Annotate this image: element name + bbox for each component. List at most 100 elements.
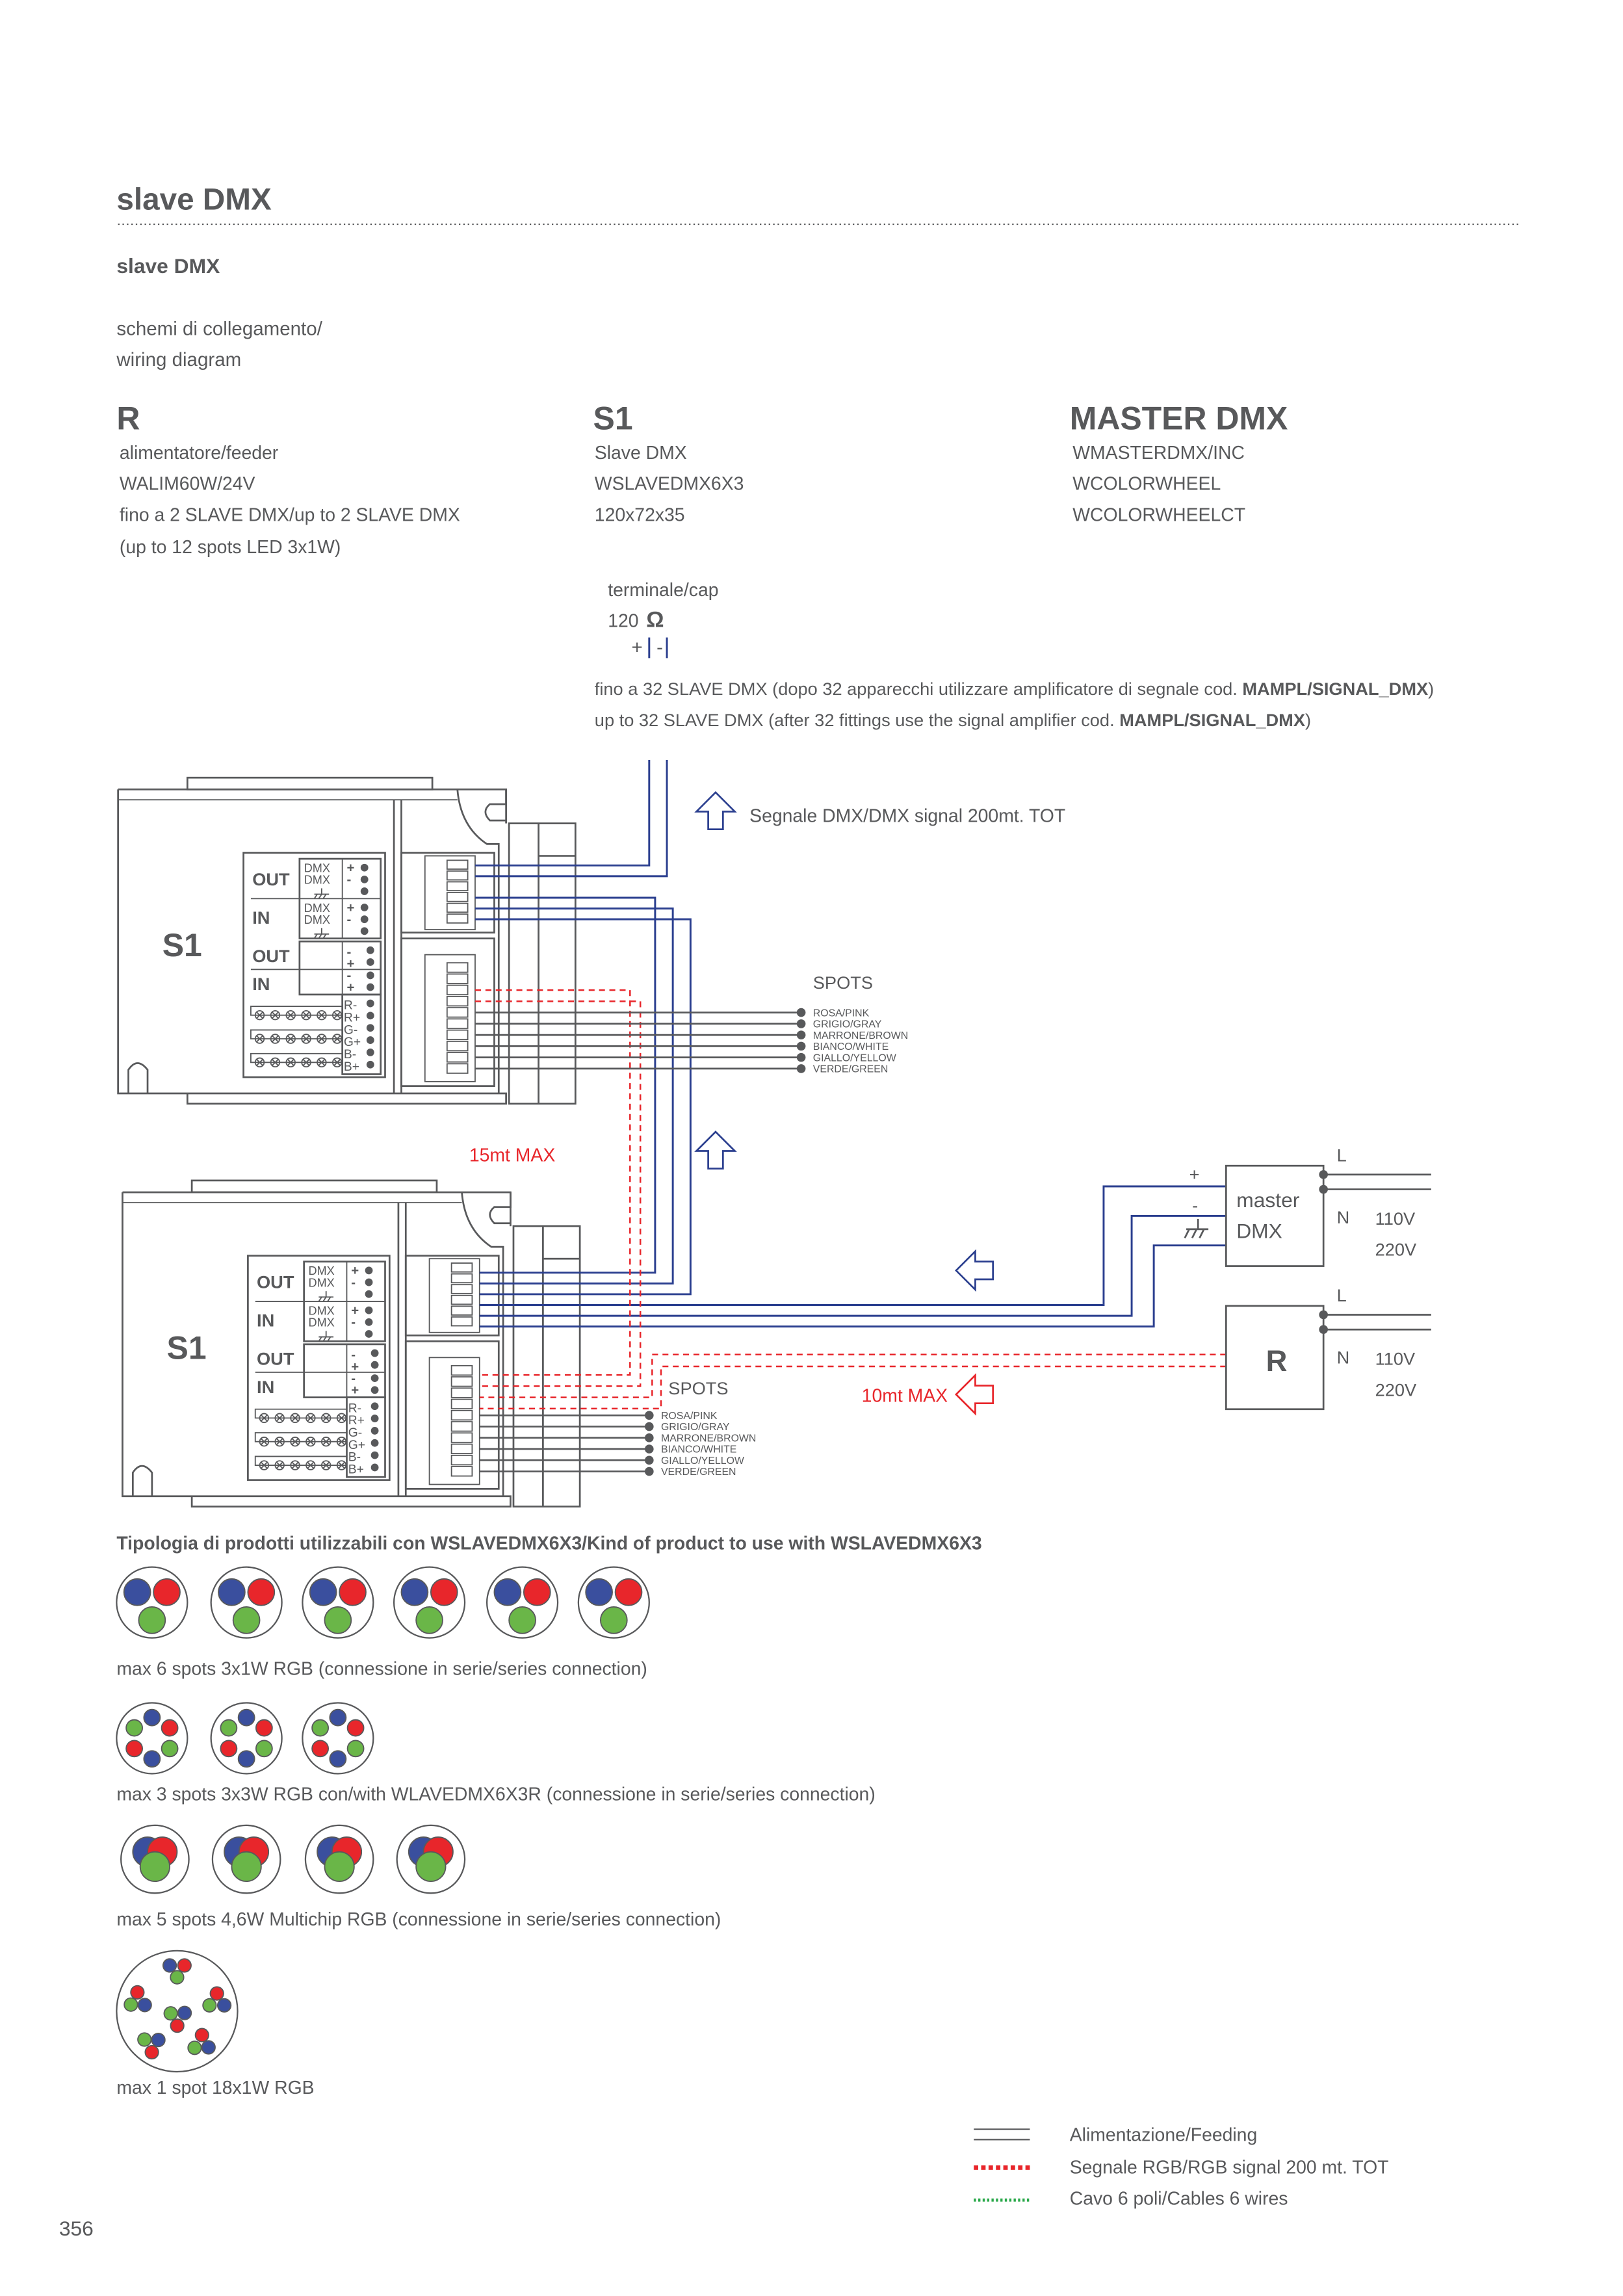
rgb-terminal-label: R+ [344, 1011, 360, 1024]
led-icon [317, 1010, 327, 1021]
terminal-pin [446, 962, 469, 973]
column-line: (up to 12 spots LED 3x1W) [120, 537, 341, 558]
ground-icon [313, 888, 330, 899]
max-15m-label: 15mt MAX [469, 1145, 555, 1166]
arrow-left-icon [955, 1249, 994, 1292]
device-label: S1 [167, 1330, 207, 1366]
led-icon [259, 1460, 270, 1470]
voltage-220: 220V [1375, 1240, 1417, 1260]
wire-color-label: BIANCO/WHITE [813, 1041, 889, 1052]
led-icon [290, 1413, 300, 1424]
schema-label-en: wiring diagram [116, 349, 241, 371]
rgb-terminal-label: B+ [348, 1463, 364, 1477]
terminal-pin [446, 892, 469, 902]
column-line: WSLAVEDMX6X3 [595, 474, 744, 495]
terminal-pin [450, 1376, 473, 1387]
spot-18x1w-icon [116, 1950, 239, 2073]
wire-terminal-dot [644, 1411, 654, 1420]
led-icon [270, 1010, 281, 1021]
terminal-pin [450, 1432, 473, 1443]
column-line: 120x72x35 [595, 504, 685, 525]
live-label: L [1337, 1145, 1347, 1165]
master-label: DMX [1236, 1219, 1282, 1242]
polarity-plus: + [346, 901, 354, 915]
legend: Alimentazione/Feeding Segnale RGB/RGB si… [974, 2125, 1388, 2209]
column-r: R alimentatore/feeder WALIM60W/24V fino … [116, 400, 460, 558]
legend-label: Alimentazione/Feeding [1070, 2125, 1257, 2146]
port-label-in: IN [252, 974, 270, 994]
column-line: Slave DMX [595, 443, 687, 463]
arrow-up-icon [694, 791, 737, 831]
wire-terminal-dot [796, 1041, 806, 1051]
led-icon [259, 1436, 270, 1447]
wire-color-label: ROSA/PINK [813, 1008, 870, 1019]
wire-color-label: GRIGIO/GRAY [661, 1422, 730, 1433]
ground-icon [318, 1331, 334, 1342]
column-title: MASTER DMX [1070, 400, 1288, 437]
terminal-pin [450, 1466, 473, 1477]
product-caption: max 6 spots 3x1W RGB (connessione in ser… [116, 1658, 647, 1679]
column-line: WCOLORWHEELCT [1072, 504, 1245, 525]
wire-color-label: VERDE/GREEN [813, 1064, 889, 1075]
terminal-value: 120 [608, 611, 638, 632]
dmx-label: DMX [304, 902, 330, 915]
terminal-pin [450, 1398, 473, 1410]
rgb-terminal-label: B+ [344, 1060, 359, 1074]
led-icon [274, 1436, 285, 1447]
polarity-minus: - [346, 969, 351, 983]
terminal-pin [446, 913, 469, 924]
polarity-minus: - [351, 1372, 356, 1386]
port-label-in: IN [257, 1311, 274, 1331]
terminal-pin [446, 859, 469, 870]
polarity-minus: - [346, 945, 351, 959]
column-line: fino a 2 SLAVE DMX/up to 2 SLAVE DMX [120, 504, 460, 525]
column-line: WMASTERDMX/INC [1072, 443, 1245, 463]
arrow-left-icon [955, 1373, 994, 1416]
signal-label: Segnale DMX/DMX signal 200mt. TOT [749, 805, 1065, 826]
r-feeder-box: R [1225, 1305, 1325, 1411]
led-icon [320, 1460, 331, 1470]
wire-color-label: GIALLO/YELLOW [813, 1052, 896, 1063]
terminal-pin [450, 1316, 473, 1327]
slave-dmx-device: S1OUTINOUTINDMXDMXDMXDMX+-+--+-+R-R+G-G+… [117, 776, 577, 1105]
wire-color-label: GRIGIO/GRAY [813, 1019, 882, 1030]
spots-label: SPOTS [668, 1378, 728, 1398]
column-line: alimentatore/feeder [120, 443, 278, 463]
dmx-wires [474, 760, 1227, 1328]
rgb-terminal-label: R- [348, 1402, 361, 1415]
led-icon [332, 1010, 343, 1021]
terminal-pin [446, 1018, 469, 1029]
column-title: S1 [593, 400, 633, 437]
led-icon [305, 1460, 316, 1470]
led-icon [285, 1034, 296, 1044]
terminal-pin [450, 1294, 473, 1305]
terminal-pin [450, 1305, 473, 1316]
neutral-label: N [1337, 1347, 1350, 1367]
voltage-110: 110V [1375, 1349, 1416, 1369]
note-it: fino a 32 SLAVE DMX (dopo 32 apparecchi … [595, 679, 1434, 699]
dmx-label: DMX [308, 1316, 334, 1329]
slave-dmx-device: S1OUTINOUTINDMXDMXDMXDMX+-+--+-+R-R+G-G+… [122, 1179, 581, 1507]
rgb-terminal-label: R- [344, 999, 357, 1013]
column-master: MASTER DMX WMASTERDMX/INC WCOLORWHEEL WC… [1070, 400, 1288, 526]
terminal-pin [446, 902, 469, 913]
terminal-pin [450, 1421, 473, 1432]
terminal-pin [450, 1284, 473, 1294]
wire-color-label: ROSA/PINK [661, 1411, 718, 1422]
led-icon [254, 1057, 265, 1068]
spot-3x3w-icon [116, 1702, 188, 1775]
led-icon [290, 1460, 300, 1470]
rgb-terminal-label: B- [348, 1451, 361, 1465]
terminal-pin [446, 1007, 469, 1018]
wire-terminal-dot [644, 1455, 654, 1465]
spots-label: SPOTS [813, 972, 873, 993]
port-label-out: OUT [252, 946, 290, 966]
terminal-pin [446, 973, 469, 984]
led-icon [285, 1010, 296, 1021]
terminal-pin [450, 1387, 473, 1398]
spot-multichip-icon [120, 1824, 190, 1894]
spot-3x3w-icon [302, 1702, 374, 1775]
master-label: master [1236, 1188, 1300, 1212]
terminal-pin [446, 995, 469, 1007]
led-icon [305, 1436, 316, 1447]
